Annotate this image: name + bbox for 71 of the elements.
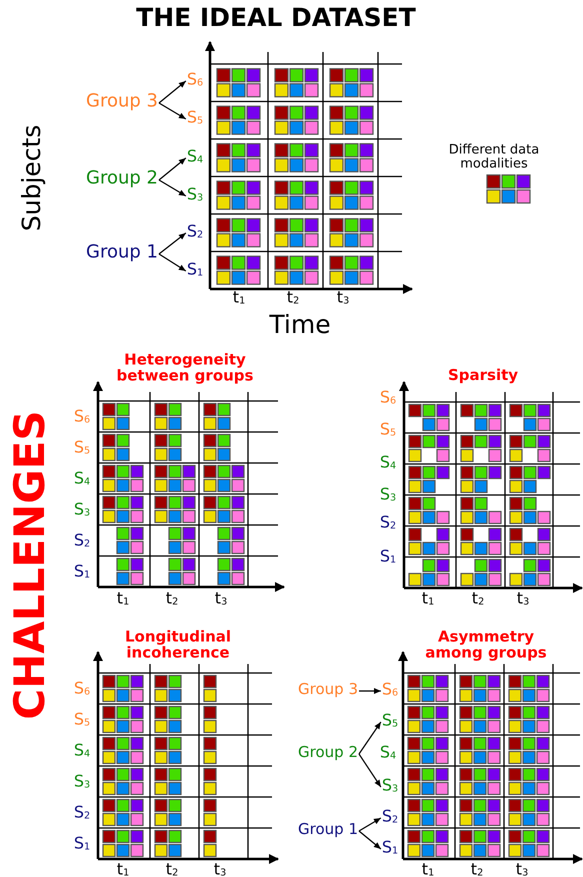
subject-label: S$_{2}$ [186,223,204,241]
arrow [158,102,186,120]
arrow [358,754,382,788]
subject-label: S$_{2}$ [380,514,396,532]
group-label: Group 1 [298,822,358,838]
arrow [158,179,186,197]
group-label: Group 3 [86,92,158,112]
subject-label: S$_{4}$ [74,742,90,760]
subject-label: S$_{5}$ [74,711,90,729]
arrow [358,817,382,832]
group-label: Group 3 [298,682,358,698]
subject-label: S$_{1}$ [186,261,204,279]
time-label: t$_{1}$ [422,590,434,608]
subject-label: S$_{3}$ [186,186,204,204]
arrow [158,254,186,272]
subject-label: S$_{4}$ [74,470,90,488]
panel-title: Heterogeneity between groups [116,352,254,384]
time-label: t$_{2}$ [472,590,484,608]
time-label: t$_{1}$ [422,861,434,877]
panel-title: Longitudinal incoherence [124,629,232,661]
subject-label: S$_{1}$ [74,563,90,581]
time-label: t$_{3}$ [214,590,228,608]
subject-label: S$_{6}$ [186,71,204,89]
panel-title: Sparsity [448,368,518,384]
subject-label: S$_{5}$ [74,439,90,457]
axis-title: Time [269,312,331,338]
section-title: CHALLENGES [8,410,52,720]
subject-label: S$_{1}$ [382,839,398,857]
time-label: t$_{3}$ [336,289,350,307]
time-label: t$_{3}$ [516,590,530,608]
group-label: Group 1 [86,244,158,262]
group-label: Group 2 [86,170,158,188]
arrow [358,830,382,850]
note: Different data modalities [448,143,540,171]
subject-label: S$_{2}$ [74,532,90,550]
subject-label: S$_{2}$ [382,808,398,826]
panel-title: Asymmetry among groups [424,629,548,661]
arrow [158,80,186,104]
subject-label: S$_{5}$ [382,712,398,730]
time-label: t$_{2}$ [470,861,484,877]
subject-label: S$_{1}$ [74,835,90,853]
subject-label: S$_{3}$ [380,486,396,504]
subject-label: S$_{1}$ [380,548,396,566]
subject-label: S$_{4}$ [380,744,396,762]
subject-label: S$_{3}$ [74,773,90,791]
subject-label: S$_{6}$ [380,389,396,407]
arrow [158,158,186,180]
arrow [158,232,186,254]
time-label: t$_{3}$ [214,861,226,877]
arrow [358,722,382,754]
arrow [359,688,381,694]
subject-label: S$_{5}$ [186,109,204,127]
time-label: t$_{1}$ [116,861,130,877]
time-label: t$_{3}$ [516,861,528,877]
time-label: t$_{1}$ [116,590,130,608]
time-label: t$_{2}$ [166,861,178,877]
subject-label: S$_{4}$ [186,148,204,166]
time-label: t$_{2}$ [166,590,178,608]
subject-label: S$_{6}$ [382,681,398,699]
subject-label: S$_{3}$ [382,777,398,795]
subject-label: S$_{4}$ [380,454,396,472]
subject-label: S$_{5}$ [380,421,396,439]
subject-label: S$_{6}$ [74,408,90,426]
title: THE IDEAL DATASET [136,4,416,32]
time-label: t$_{1}$ [232,289,246,307]
subject-label: S$_{3}$ [74,501,90,519]
time-label: t$_{2}$ [286,289,300,307]
subject-label: S$_{2}$ [74,804,90,822]
axis-title: Subjects [18,124,46,232]
group-label: Group 2 [298,745,358,761]
subject-label: S$_{6}$ [74,680,90,698]
